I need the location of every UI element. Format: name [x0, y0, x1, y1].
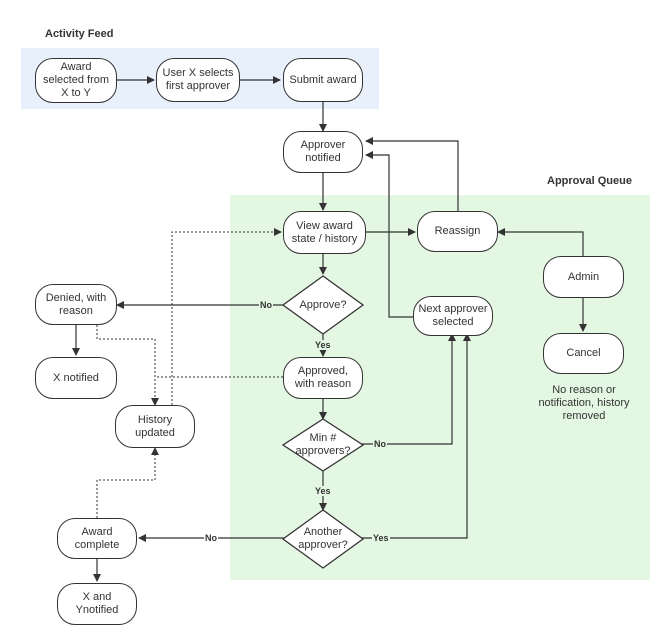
min-no-label: No — [373, 439, 387, 449]
edge-reassign-to-notified — [365, 137, 459, 211]
edge-next-to-notified — [365, 151, 413, 318]
edge-admin-to-reassign — [497, 228, 584, 256]
approve-decision-diamond — [281, 275, 365, 335]
edge-complete-to-history — [96, 447, 159, 518]
approval-queue-title: Approval Queue — [547, 175, 632, 187]
min-yes-label: Yes — [314, 486, 332, 496]
min-approvers-decision-diamond — [281, 418, 365, 472]
approver-notified-node: Approver notified — [283, 131, 363, 173]
view-award-node: View award state / history — [283, 211, 366, 254]
another-no-label: No — [204, 533, 218, 543]
cancel-node: Cancel — [543, 333, 624, 374]
xy-notified-node: X and Ynotified — [57, 583, 137, 625]
award-complete-node: Award complete — [57, 518, 137, 559]
history-updated-node: History updated — [115, 405, 195, 448]
edge-another-yes — [361, 333, 471, 539]
reassign-node: Reassign — [417, 211, 498, 252]
award-selected-node: Award selected from X to Y — [35, 58, 117, 103]
approve-yes-label: Yes — [314, 340, 332, 350]
approve-no-label: No — [259, 300, 273, 310]
submit-award-node: Submit award — [283, 58, 363, 102]
another-yes-label: Yes — [372, 533, 390, 543]
approved-node: Approved, with reason — [283, 357, 363, 399]
next-approver-selected-node: Next approver selected — [413, 296, 493, 336]
edge-history-to-view — [171, 228, 282, 405]
edge-min-no — [361, 333, 456, 445]
min-approvers-decision-label: Min # approvers? — [295, 432, 351, 457]
approve-decision-label: Approve? — [299, 298, 347, 311]
denied-node: Denied, with reason — [35, 284, 117, 325]
activity-feed-title: Activity Feed — [45, 28, 114, 40]
user-selects-approver-node: User X selects first approver — [156, 58, 240, 102]
another-approver-decision-label: Another approver? — [298, 526, 348, 551]
admin-node: Admin — [543, 256, 624, 298]
edge-denied-to-history — [96, 325, 159, 406]
cancel-note: No reason or notification, history remov… — [538, 384, 630, 422]
x-notified-node: X notified — [35, 357, 117, 399]
another-approver-decision-diamond — [281, 509, 365, 569]
